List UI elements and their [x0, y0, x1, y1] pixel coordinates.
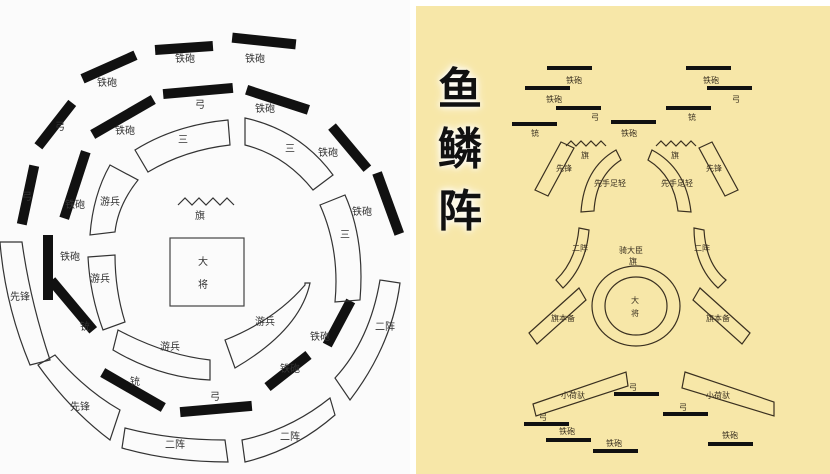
svg-text:弓: 弓: [732, 95, 740, 104]
svg-text:先锋: 先锋: [10, 290, 30, 303]
flag-zigzag-icon: [177, 197, 235, 206]
svg-text:铁砲: 铁砲: [65, 198, 85, 211]
title-char-1: 鱼: [438, 64, 482, 115]
svg-text:弓: 弓: [539, 413, 547, 422]
svg-text:游兵: 游兵: [255, 315, 275, 328]
svg-text:先手足轻: 先手足轻: [661, 178, 693, 188]
svg-text:旗本备: 旗本备: [551, 313, 575, 323]
svg-text:小荷驮: 小荷驮: [706, 390, 730, 400]
general-box: [169, 237, 245, 307]
svg-text:弓: 弓: [629, 383, 637, 392]
svg-text:铳: 铳: [688, 112, 696, 122]
svg-text:铳: 铳: [130, 375, 140, 388]
svg-text:弓: 弓: [22, 192, 32, 203]
fish-scale-diagram: 铁砲铁砲 弓铳 铁砲 铁砲弓铳 旗旗 先锋先锋 先手足轻先手足轻 二阵二阵 骑大…: [512, 66, 775, 453]
svg-text:铳: 铳: [531, 128, 539, 138]
svg-text:旗本备: 旗本备: [706, 313, 730, 323]
svg-text:二阵: 二阵: [165, 438, 185, 451]
svg-text:将: 将: [198, 279, 208, 291]
svg-text:铁砲: 铁砲: [97, 76, 117, 89]
svg-text:旗: 旗: [195, 209, 205, 222]
svg-text:铁砲: 铁砲: [310, 330, 330, 343]
svg-text:先锋: 先锋: [556, 163, 572, 173]
left-panel-circular-formation: 铁砲铁砲 铁砲 弓铁砲 弓铁砲 三三 铁砲 弓 铁砲 游兵 三铁砲 游兵 旗 大…: [0, 0, 410, 474]
svg-text:铁砲: 铁砲: [60, 250, 80, 263]
svg-text:弓: 弓: [679, 403, 687, 412]
svg-text:游兵: 游兵: [90, 272, 110, 285]
svg-text:铁砲: 铁砲: [621, 128, 637, 138]
svg-text:三: 三: [178, 135, 188, 146]
svg-text:铁砲: 铁砲: [722, 430, 738, 440]
svg-text:小荷驮: 小荷驮: [561, 390, 585, 400]
svg-text:将: 将: [631, 308, 639, 318]
svg-text:弓: 弓: [591, 113, 599, 122]
svg-text:铁砲: 铁砲: [175, 52, 195, 65]
svg-text:铁砲: 铁砲: [703, 75, 719, 85]
svg-text:骑大臣: 骑大臣: [619, 245, 643, 255]
svg-text:游兵: 游兵: [100, 195, 120, 208]
svg-text:铁砲: 铁砲: [255, 102, 275, 115]
svg-text:大: 大: [631, 295, 639, 305]
title-char-2: 鳞: [438, 124, 482, 175]
svg-text:先锋: 先锋: [70, 400, 90, 413]
svg-text:先锋: 先锋: [706, 163, 722, 173]
right-panel-fish-scale-formation: 鱼 鳞 阵 铁砲: [416, 6, 830, 474]
svg-text:弓: 弓: [55, 122, 65, 133]
svg-text:铁砲: 铁砲: [352, 205, 372, 218]
svg-text:弓: 弓: [210, 392, 220, 403]
svg-text:三: 三: [285, 144, 295, 155]
svg-text:二阵: 二阵: [572, 243, 588, 253]
svg-text:铁砲: 铁砲: [115, 124, 135, 137]
svg-text:铁砲: 铁砲: [280, 362, 300, 375]
svg-text:三: 三: [340, 230, 350, 241]
svg-text:铁砲: 铁砲: [566, 75, 582, 85]
svg-text:铁砲: 铁砲: [318, 146, 338, 159]
svg-text:大: 大: [198, 255, 208, 268]
svg-text:先手足轻: 先手足轻: [594, 178, 626, 188]
svg-text:旗: 旗: [671, 150, 679, 160]
svg-text:铁砲: 铁砲: [546, 94, 562, 104]
svg-text:二阵: 二阵: [694, 243, 710, 253]
circular-formation-diagram: 铁砲铁砲 铁砲 弓铁砲 弓铁砲 三三 铁砲 弓 铁砲 游兵 三铁砲 游兵 旗 大…: [0, 32, 404, 463]
svg-text:旗: 旗: [629, 256, 637, 266]
svg-text:铁砲: 铁砲: [606, 438, 622, 448]
svg-text:旗: 旗: [581, 150, 589, 160]
svg-text:弓: 弓: [195, 100, 205, 111]
svg-text:二阵: 二阵: [280, 430, 300, 443]
svg-text:二阵: 二阵: [375, 320, 395, 333]
svg-text:游兵: 游兵: [160, 340, 180, 353]
svg-text:铁砲: 铁砲: [245, 52, 265, 65]
title-char-3: 阵: [438, 186, 482, 237]
svg-text:铳: 铳: [80, 320, 90, 333]
svg-text:铁砲: 铁砲: [559, 426, 575, 436]
